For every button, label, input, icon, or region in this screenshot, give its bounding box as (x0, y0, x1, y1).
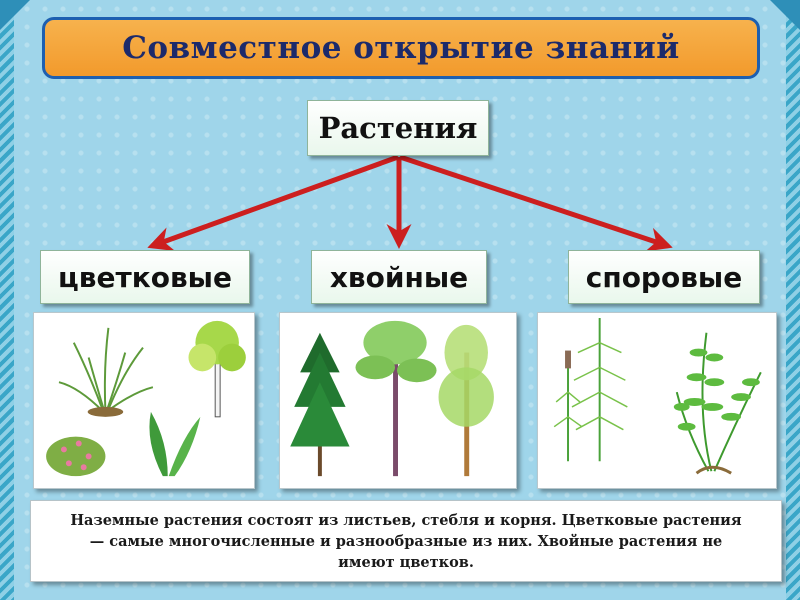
flowering-plants-icon (46, 320, 246, 477)
right-border-decoration (786, 0, 800, 600)
description-text: Наземные растения состоят из листьев, ст… (70, 511, 742, 571)
category-label-spore: споровые (585, 260, 743, 294)
title-banner: Совместное открытие знаний (42, 17, 760, 79)
conifer-trees-icon (290, 320, 494, 477)
category-node-flowering: цветковые (40, 250, 250, 304)
category-label-flowering: цветковые (58, 260, 232, 294)
spore-plants-image (537, 312, 777, 489)
left-border-decoration (0, 0, 14, 600)
arrow-to-spore (399, 154, 673, 252)
conifer-trees-image (279, 312, 517, 489)
spore-plants-icon (553, 317, 762, 475)
arrow-to-flowering (147, 154, 399, 251)
category-node-conifers: хвойные (311, 250, 487, 304)
category-label-conifers: хвойные (329, 260, 469, 294)
root-node-label: Растения (318, 111, 478, 145)
description-text-box: Наземные растения состоят из листьев, ст… (30, 500, 782, 582)
category-node-spore: споровые (568, 250, 760, 304)
page-title: Совместное открытие знаний (122, 30, 680, 66)
root-node-plants: Растения (307, 100, 489, 156)
flowering-plants-image (33, 312, 255, 489)
